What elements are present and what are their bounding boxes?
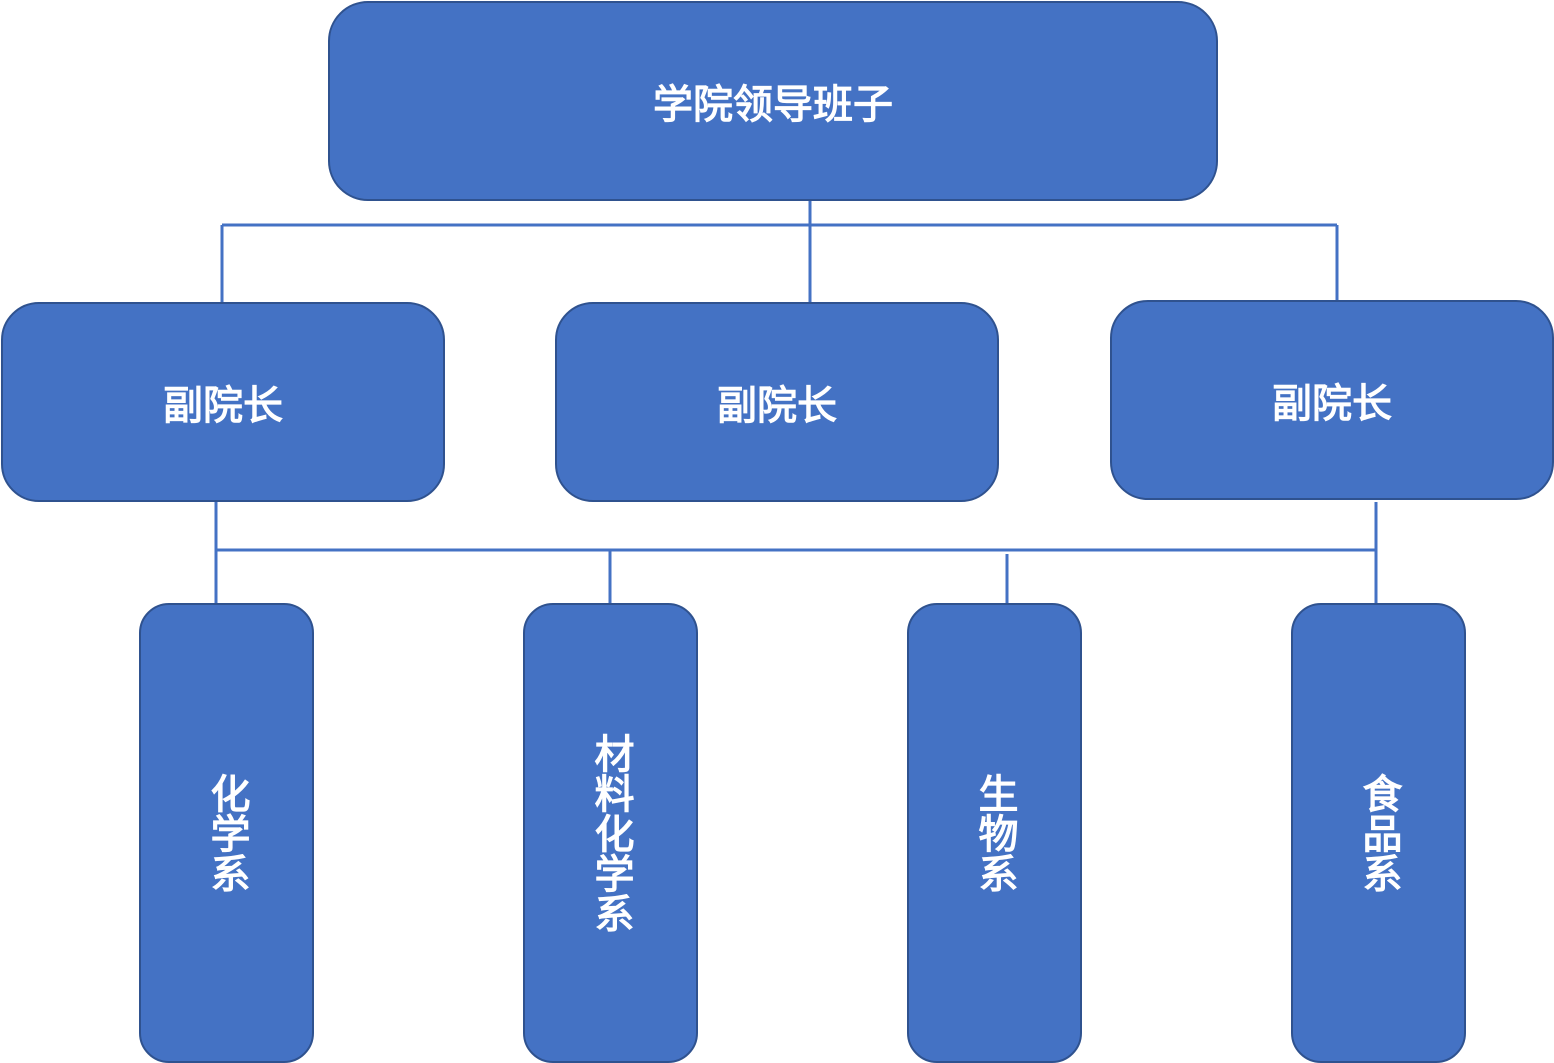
department-node-biology: 生物系 — [907, 603, 1082, 1063]
vice-dean-node-2: 副院长 — [555, 302, 999, 502]
department-label-materials-chemistry: 材料化学系 — [587, 733, 634, 933]
department-node-materials-chemistry: 材料化学系 — [523, 603, 698, 1063]
vice-dean-node-1: 副院长 — [1, 302, 445, 502]
vice-dean-label-1: 副院长 — [163, 383, 283, 429]
vice-dean-node-3: 副院长 — [1110, 300, 1554, 500]
department-label-food: 食品系 — [1355, 773, 1402, 893]
vice-dean-label-2: 副院长 — [717, 383, 837, 429]
college-leadership-node: 学院领导班子 — [328, 1, 1218, 201]
department-node-chemistry: 化学系 — [139, 603, 314, 1063]
vice-dean-label-3: 副院长 — [1272, 381, 1392, 427]
college-leadership-label: 学院领导班子 — [653, 82, 893, 128]
department-label-biology: 生物系 — [971, 773, 1018, 893]
department-label-chemistry: 化学系 — [203, 773, 250, 893]
department-node-food: 食品系 — [1291, 603, 1466, 1063]
